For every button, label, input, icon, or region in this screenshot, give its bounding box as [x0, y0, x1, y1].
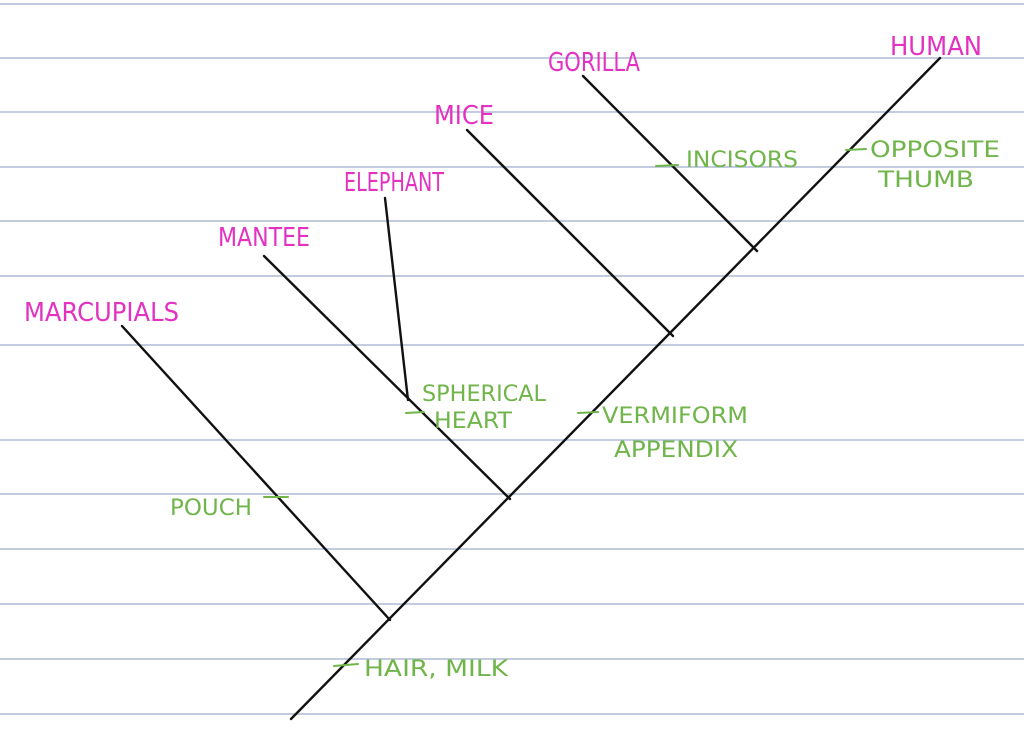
taxon-mantee: MANTEE: [218, 223, 310, 253]
taxon-elephant: ELEPHANT: [344, 168, 444, 198]
trait-vermiform-line1: VERMIFORM: [602, 404, 748, 429]
main-trunk: [289, 56, 942, 721]
tree-branches: [120, 56, 942, 721]
taxon-labels: MARCUPIALS MANTEE ELEPHANT MICE GORILLA …: [24, 32, 982, 328]
tick-opposite-thumb: [845, 148, 867, 151]
taxon-mice: MICE: [434, 101, 494, 131]
branch-mantee: [262, 254, 512, 501]
trait-ticks: [263, 148, 867, 667]
trait-labels: HAIR, MILK POUCH SPHERICAL HEART VERMIFO…: [170, 138, 1000, 682]
trait-opposite-thumb-line2: THUMB: [877, 168, 974, 193]
taxon-human: HUMAN: [890, 32, 982, 62]
trait-incisors: INCISORS: [686, 148, 798, 173]
tick-spherical-heart: [405, 411, 425, 414]
trait-opposite-thumb-line1: OPPOSITE: [870, 138, 1000, 163]
branch-gorilla: [581, 74, 759, 253]
trait-pouch: POUCH: [170, 496, 252, 521]
branch-elephant: [383, 196, 410, 402]
branch-marcupials: [120, 324, 392, 622]
taxon-gorilla: GORILLA: [548, 48, 640, 78]
tick-hair-milk: [333, 663, 359, 667]
branch-mice: [465, 128, 675, 338]
trait-vermiform-line2: APPENDIX: [614, 438, 738, 463]
tick-vermiform: [577, 411, 599, 414]
tick-incisors: [655, 164, 679, 167]
trait-spherical-heart-line2: HEART: [434, 409, 513, 434]
trait-spherical-heart-line1: SPHERICAL: [422, 382, 547, 407]
notebook-lines: [0, 3, 1024, 715]
trait-hair-milk: HAIR, MILK: [364, 657, 509, 682]
taxon-marcupials: MARCUPIALS: [24, 298, 179, 328]
